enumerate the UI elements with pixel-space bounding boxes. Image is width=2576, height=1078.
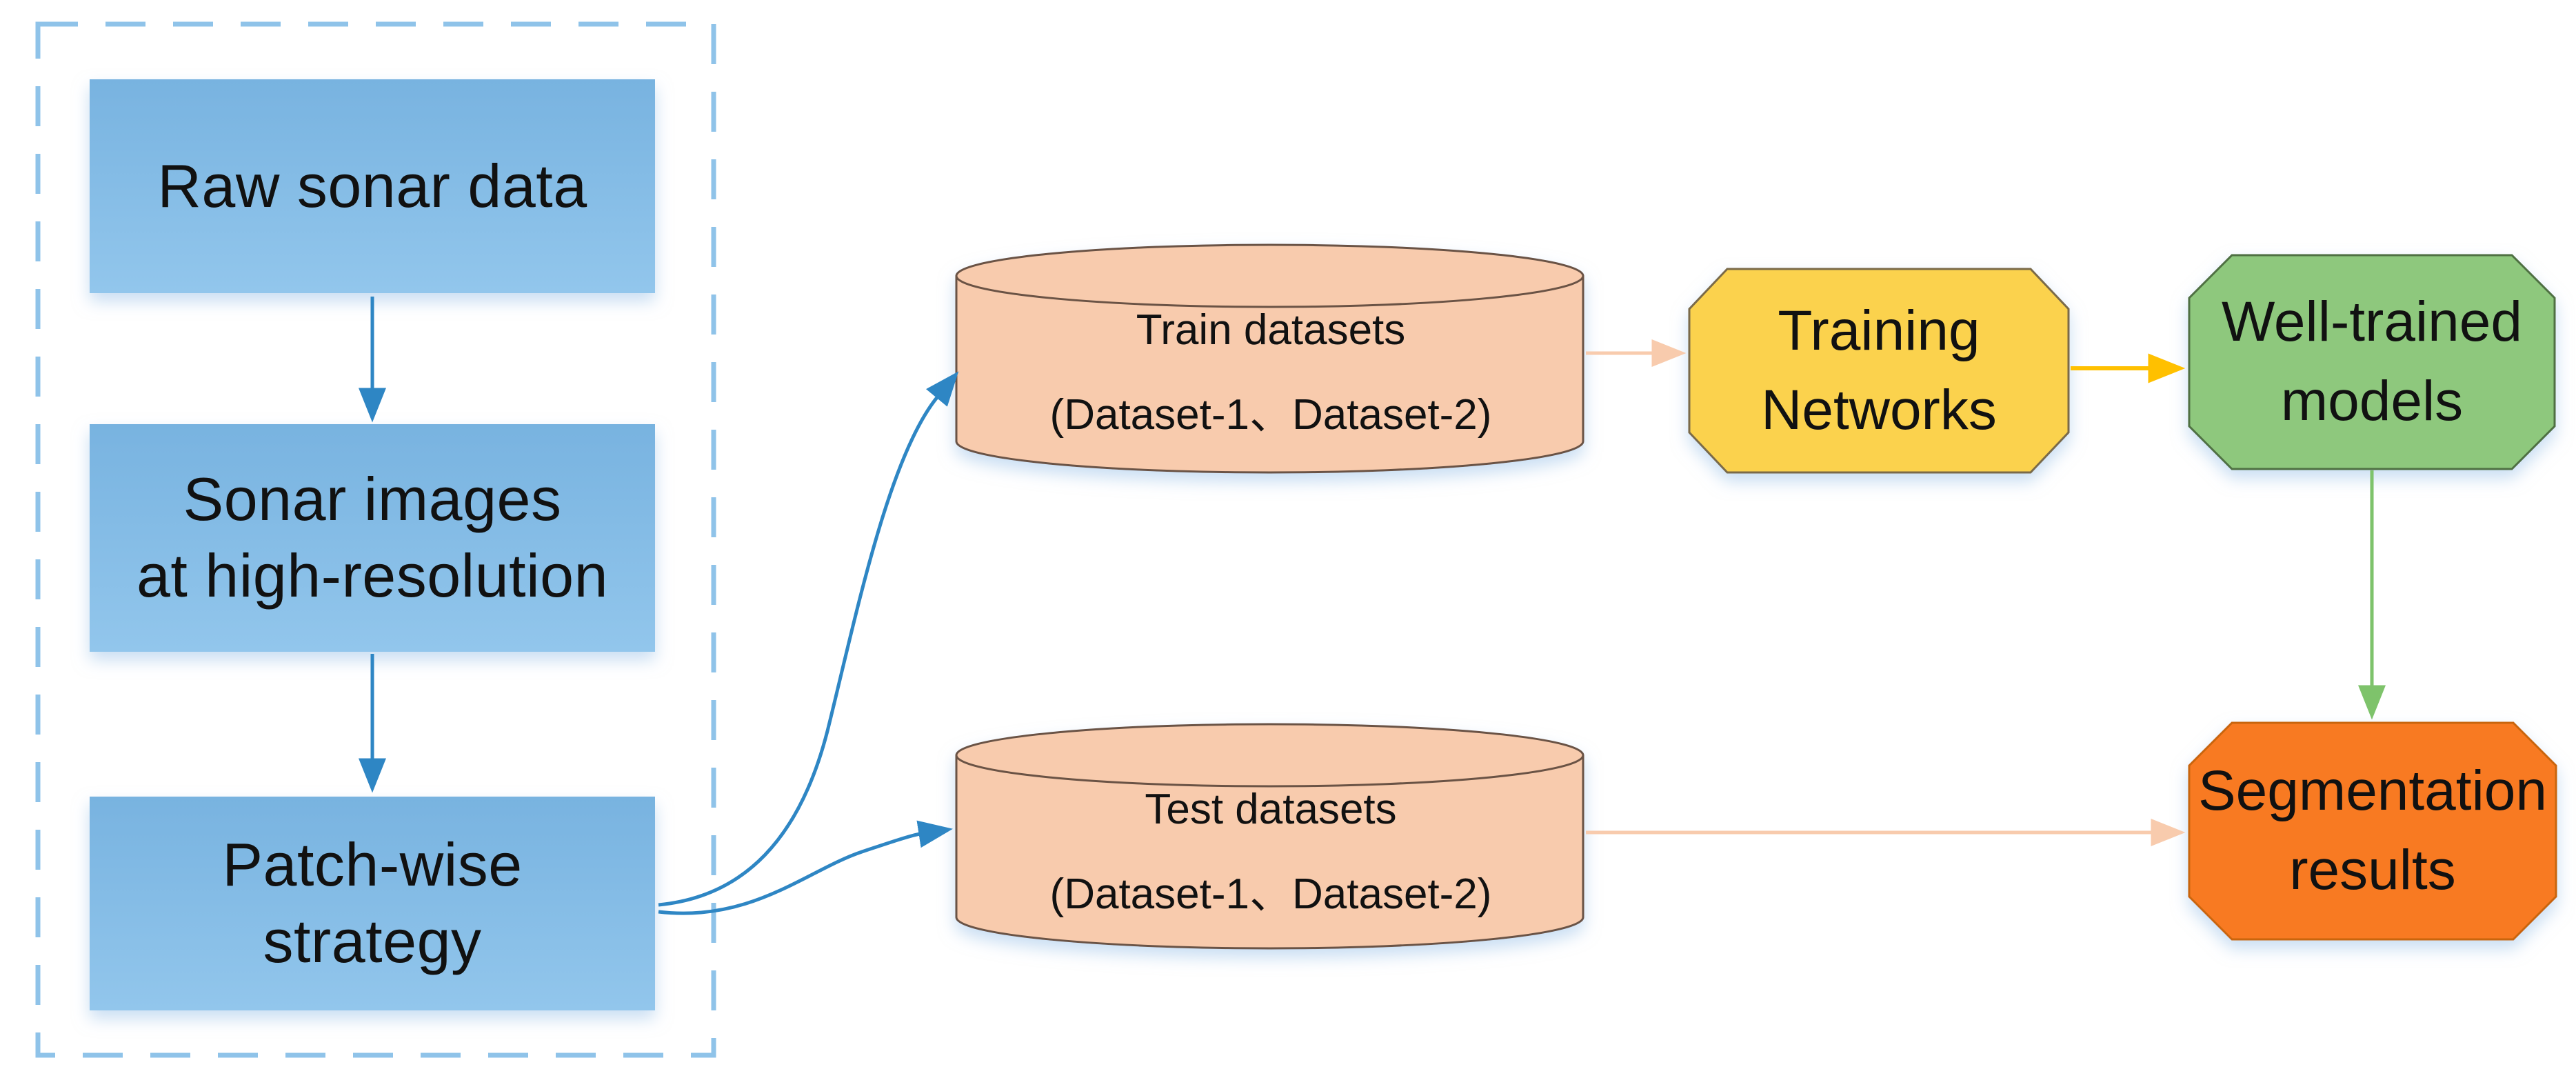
- segmentation-results-node: [2188, 721, 2557, 941]
- curved-arrow-patch-to-train: [658, 371, 959, 907]
- train-datasets-cylinder: [955, 276, 1584, 474]
- raw-sonar-data-box: [90, 79, 655, 293]
- sonar-images-box: [90, 424, 655, 652]
- pipeline-dashed-container: [35, 21, 716, 1058]
- well-trained-models-node: [2188, 254, 2556, 470]
- test-datasets-cylinder-top: [955, 723, 1584, 788]
- test-datasets-cylinder: [955, 755, 1584, 950]
- patch-wise-strategy-box: [90, 797, 655, 1010]
- curved-arrow-patch-to-test: [658, 820, 953, 915]
- train-datasets-cylinder-top: [955, 243, 1584, 308]
- training-networks-node: [1688, 268, 2070, 474]
